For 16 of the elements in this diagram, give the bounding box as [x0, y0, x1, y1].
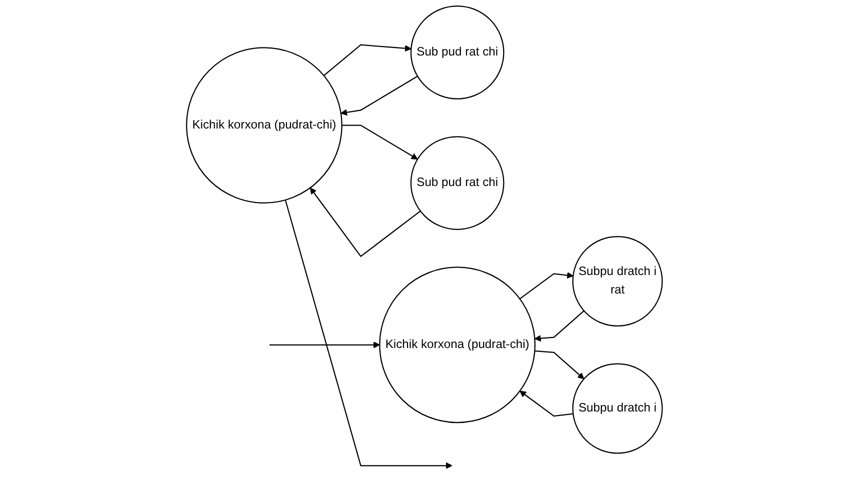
- node-circle: Subpu dratch i rat: [572, 236, 662, 327]
- arrow: [519, 272, 574, 300]
- arrow: [323, 44, 411, 76]
- arrow: [310, 188, 420, 258]
- node-circle: Sub pud rat chi: [410, 5, 504, 100]
- node-circle: Kichik korxona (pudrat-chi): [186, 47, 342, 204]
- arrow: [340, 76, 418, 116]
- arrow: [519, 390, 573, 417]
- arrow: [341, 124, 418, 160]
- node-circle: Subpu dratch i: [572, 363, 662, 454]
- arrow: [534, 350, 584, 380]
- arrow: [284, 200, 452, 469]
- arrow: [534, 310, 584, 342]
- arrow: [269, 342, 380, 348]
- node-circle: Sub pud rat chi: [410, 136, 504, 230]
- node-circle: Kichik korxona (pudrat-chi): [378, 266, 536, 424]
